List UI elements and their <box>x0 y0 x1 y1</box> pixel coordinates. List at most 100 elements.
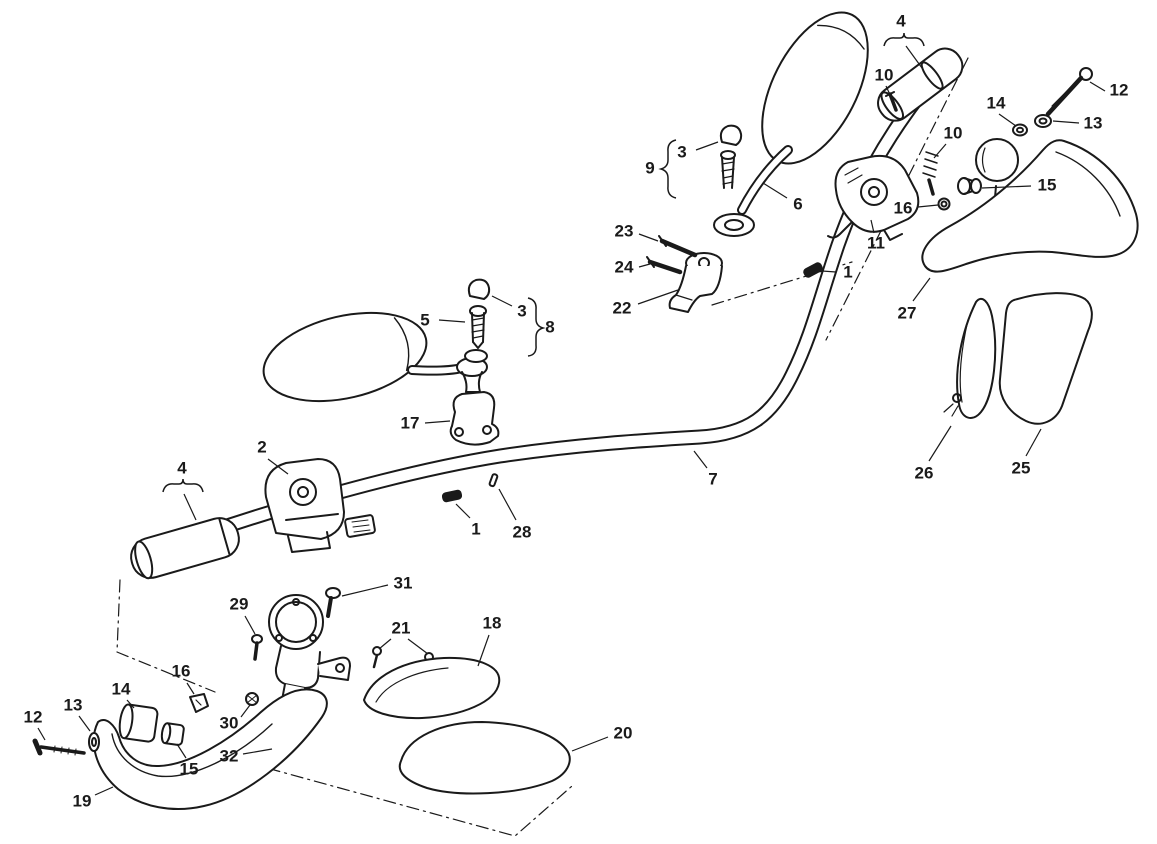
cap-3-left <box>467 278 491 300</box>
leader-line-c4-left <box>183 493 197 521</box>
right-handguard-27 <box>921 139 1139 273</box>
nut-30 <box>245 692 259 706</box>
leader-line-c16-left <box>186 682 195 695</box>
leader-line-c12-right <box>1089 81 1106 92</box>
leader-line-c19 <box>94 786 114 796</box>
spring-screw-10b <box>922 151 939 196</box>
callout-c6: 6 <box>793 195 802 214</box>
callout-c5: 5 <box>420 311 429 330</box>
ring-14-right <box>1012 123 1028 137</box>
left-mirror <box>262 311 488 403</box>
leader-line-c17 <box>424 420 451 424</box>
callout-c15-right: 15 <box>1038 176 1057 195</box>
leader-line-c1-right <box>821 270 837 273</box>
callout-c14-right: 14 <box>987 94 1006 113</box>
callout-c16-left: 16 <box>172 662 191 681</box>
callout-c14-left: 14 <box>112 680 131 699</box>
callout-c3-left: 3 <box>517 302 526 321</box>
leader-line-c31 <box>341 584 389 597</box>
pin-28 <box>488 473 499 488</box>
callout-c26: 26 <box>915 464 934 483</box>
callout-c22: 22 <box>613 299 632 318</box>
bushing-14-left <box>118 703 159 743</box>
leader-line-c15-left <box>176 743 187 759</box>
callout-c3-right: 3 <box>677 143 686 162</box>
callout-c13-left: 13 <box>64 696 83 715</box>
screw-24 <box>646 256 683 275</box>
callout-c7: 7 <box>708 470 717 489</box>
callout-c24: 24 <box>615 258 634 277</box>
callout-c1-right: 1 <box>843 263 852 282</box>
callout-c9: 9 <box>645 159 654 178</box>
leader-line-c11 <box>870 219 875 234</box>
leader-line-c32 <box>242 748 273 755</box>
spacer-15-left <box>160 722 185 746</box>
callout-c10-a: 10 <box>875 66 894 85</box>
callout-c25: 25 <box>1012 459 1031 478</box>
callout-c11: 11 <box>867 234 885 253</box>
callout-c16-right: 16 <box>894 199 913 218</box>
spring-screw-9 <box>720 150 736 189</box>
leader-line-c18 <box>477 634 490 667</box>
spacer-15-right <box>957 177 982 195</box>
leader-line-c27 <box>912 277 931 302</box>
callout-c27: 27 <box>898 304 917 323</box>
bolt-12-left <box>32 738 86 756</box>
cap-3-right <box>719 124 743 146</box>
clip-16-left <box>189 693 209 713</box>
callout-c28: 28 <box>513 523 532 542</box>
brace-c9 <box>658 139 677 199</box>
leader-line-c24 <box>638 263 651 268</box>
leader-line-c16-right <box>917 204 939 208</box>
callout-c31: 31 <box>394 574 413 593</box>
mirror-base-22 <box>668 252 723 313</box>
callout-c29: 29 <box>230 595 249 614</box>
leader-line-c3-right <box>695 141 719 151</box>
handlebar-riser-17 <box>449 391 500 446</box>
callout-c23: 23 <box>615 222 634 241</box>
leader-line-c7 <box>693 450 708 469</box>
brake-master-cylinder <box>268 594 351 711</box>
right-grip-throttle <box>877 47 964 122</box>
leader-line-c4-right <box>905 45 923 69</box>
washer-13-right <box>1034 114 1052 128</box>
leader-line-c20 <box>571 736 609 752</box>
callout-c12-left: 12 <box>24 708 43 727</box>
leader-line-c28 <box>498 488 517 521</box>
left-guard-extension-20 <box>398 721 571 795</box>
leader-line-c15-right <box>981 185 1032 189</box>
callout-c13-right: 13 <box>1084 114 1103 133</box>
leader-line-c1-left <box>455 503 471 519</box>
leader-line-c6 <box>762 182 788 199</box>
brace-c4-left <box>162 478 204 493</box>
callout-c19: 19 <box>73 792 92 811</box>
callout-c20: 20 <box>614 724 633 743</box>
leader-line-c23 <box>638 233 659 242</box>
leader-line-c29 <box>244 615 256 635</box>
callout-c17: 17 <box>401 414 420 433</box>
left-switch-cluster <box>264 458 376 553</box>
leader-line-c30 <box>240 704 251 718</box>
leader-line-c13-left <box>78 715 91 732</box>
leader-line-c10-b <box>933 143 947 159</box>
leader-line-c3-left <box>491 295 513 307</box>
bar-end-weight <box>975 138 1019 182</box>
screw-31 <box>325 587 341 618</box>
right-mirror <box>713 11 869 237</box>
leader-line-c14-left <box>126 699 135 709</box>
leader-line-c25 <box>1025 428 1042 457</box>
screw-29 <box>251 634 263 661</box>
right-guard-extension-25 <box>998 292 1093 425</box>
clip-1-left <box>441 489 463 503</box>
leader-line-c12-left <box>37 727 46 741</box>
leader-line-c21 <box>407 638 429 655</box>
leader-line-c14-right <box>998 113 1017 127</box>
leader-line-c22 <box>637 289 679 305</box>
callout-c8: 8 <box>545 318 554 337</box>
clip-1-right <box>803 262 823 278</box>
leader-line-c21 <box>378 638 392 650</box>
leader-line-c26 <box>928 425 952 462</box>
nut-16-right <box>937 197 951 211</box>
